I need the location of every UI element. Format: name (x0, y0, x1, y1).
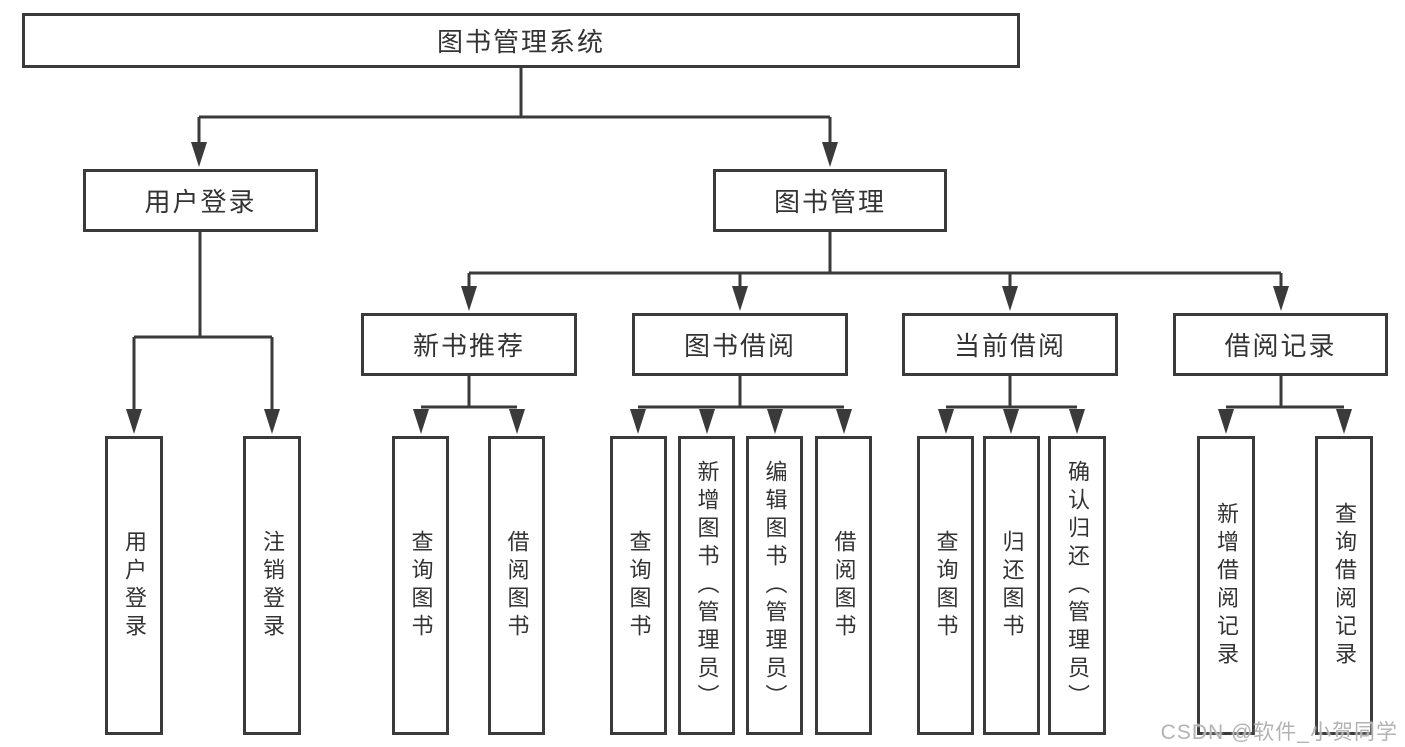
leaf-borrow-books-label: 借阅图书 (831, 529, 857, 642)
node-book-management-label: 图书管理 (773, 187, 886, 217)
node-book-borrowing-label: 图书借阅 (683, 331, 796, 361)
csdn-watermark: CSDN @软件_小贺同学 (1160, 721, 1398, 744)
connector-user-login-children (126, 232, 280, 434)
leaf-borrow-books-recommend: 借阅图书 (488, 436, 545, 735)
leaf-query-borrow-record-label: 查询借阅记录 (1332, 501, 1357, 670)
connector-book-borrowing-children (630, 376, 852, 434)
node-borrowing-records: 借阅记录 (1173, 313, 1388, 376)
leaf-query-books-recommend: 查询图书 (392, 436, 449, 735)
leaf-query-books-recommend-label: 查询图书 (408, 529, 434, 642)
leaf-add-books-admin: 新增图书（管理员） (678, 436, 735, 735)
leaf-add-borrow-record-label: 新增借阅记录 (1214, 501, 1239, 670)
connector-borrowing-records-children (1218, 376, 1352, 434)
leaf-borrow-books-recommend-label: 借阅图书 (504, 529, 530, 642)
node-borrowing-records-label: 借阅记录 (1224, 331, 1337, 361)
leaf-add-borrow-record: 新增借阅记录 (1197, 436, 1255, 735)
node-current-borrowing-label: 当前借阅 (953, 331, 1066, 361)
node-book-management: 图书管理 (713, 169, 947, 232)
leaf-edit-books-admin: 编辑图书（管理员） (746, 436, 803, 735)
node-new-book-recommend: 新书推荐 (361, 313, 577, 376)
leaf-query-borrow-record: 查询借阅记录 (1315, 436, 1373, 735)
node-user-login-label: 用户登录 (144, 187, 257, 217)
node-root: 图书管理系统 (22, 13, 1020, 68)
leaf-return-books-label: 归还图书 (999, 529, 1025, 642)
leaf-return-books: 归还图书 (983, 436, 1040, 735)
node-new-book-recommend-label: 新书推荐 (412, 331, 525, 361)
leaf-user-login-label: 用户登录 (122, 529, 147, 642)
leaf-confirm-return-admin: 确认归还（管理员） (1048, 436, 1106, 735)
connector-current-borrowing-children (938, 376, 1085, 434)
connector-root-to-level2 (191, 68, 838, 167)
leaf-logout-label: 注销登录 (260, 529, 285, 642)
leaf-confirm-return-admin-label: 确认归还（管理员） (1065, 459, 1090, 712)
node-root-label: 图书管理系统 (436, 27, 605, 57)
node-user-login: 用户登录 (83, 169, 318, 232)
connector-new-book-children (413, 376, 525, 434)
node-book-borrowing: 图书借阅 (632, 313, 848, 376)
leaf-query-books-borrowing: 查询图书 (610, 436, 667, 735)
node-current-borrowing: 当前借阅 (902, 313, 1118, 376)
leaf-edit-books-admin-label: 编辑图书（管理员） (762, 459, 788, 712)
leaf-query-books-borrowing-label: 查询图书 (626, 529, 652, 642)
leaf-borrow-books: 借阅图书 (815, 436, 872, 735)
leaf-query-books-current-label: 查询图书 (933, 529, 959, 642)
leaf-user-login: 用户登录 (105, 436, 163, 735)
connector-book-management-children (461, 232, 1289, 311)
leaf-logout: 注销登录 (243, 436, 301, 735)
leaf-query-books-current: 查询图书 (917, 436, 974, 735)
leaf-add-books-admin-label: 新增图书（管理员） (694, 459, 720, 712)
